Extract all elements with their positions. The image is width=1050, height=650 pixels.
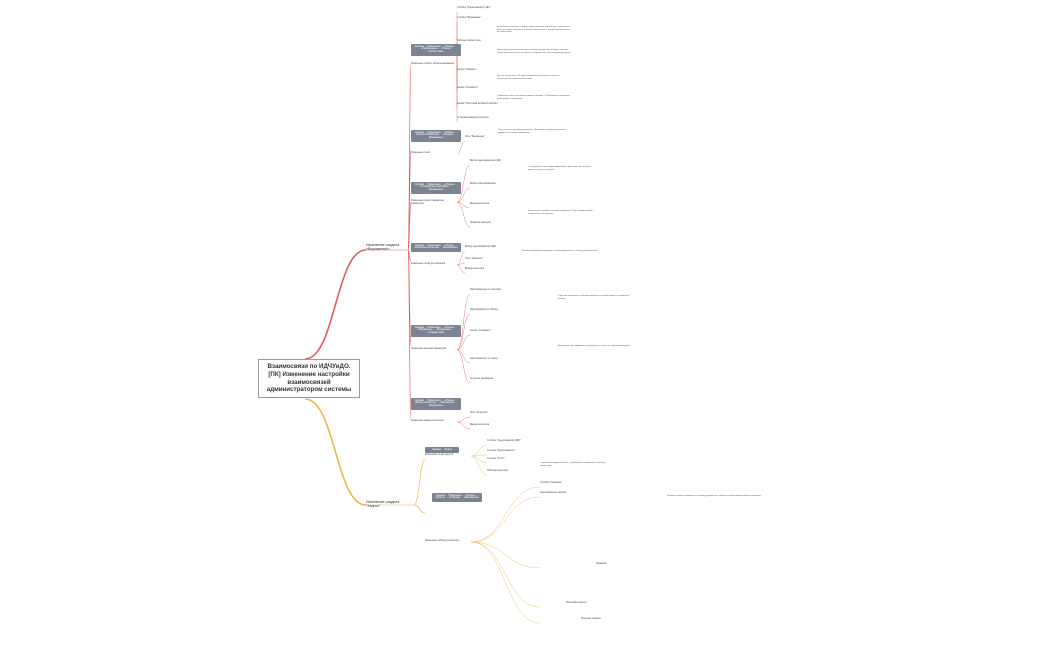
group-label-2: Изменение полей — [411, 152, 430, 154]
g5-item-link-2 — [456, 313, 471, 351]
g7-item-link-4 — [470, 455, 488, 476]
item-3-2[interactable]: Выбор идентификатора — [470, 183, 496, 185]
g6-item-link-2 — [456, 421, 471, 430]
item-1-5[interactable]: Кнопка "Сохранить" — [457, 87, 479, 89]
item-5-5[interactable]: Результат выражения — [470, 378, 494, 380]
item-4-2[interactable]: Поле "Значение" — [465, 258, 483, 260]
item-8-1[interactable]: Столбец "Описание" — [540, 482, 562, 484]
group-label-4: Изменение полей для значения — [411, 263, 445, 265]
group-box-6[interactable]: Справка → Примечания → «Общие» → «Вывод … — [411, 398, 461, 410]
group-box-1[interactable]: Справка → Примечания → «Общие» → «Информ… — [411, 44, 461, 56]
query-group-link-1 — [413, 459, 426, 506]
item-5-4[interactable]: Идентификатор по списку — [470, 358, 498, 360]
item-2-1[interactable]: Поле "Выражение" — [465, 136, 486, 138]
group-label-5: Изменение функций параметров — [411, 348, 447, 350]
item-1-1[interactable]: Столбец "Идентификатор ЧДО" — [457, 7, 491, 9]
item-7-3[interactable]: Столбец "Отчёт" — [487, 458, 505, 460]
item-1-4[interactable]: Кнопка "Обновить" — [457, 69, 478, 71]
g5-item-link-5 — [456, 349, 471, 384]
expr-group-link-4 — [407, 249, 412, 263]
note-10: Выбранный идентификатор отображается в п… — [558, 345, 631, 347]
g5-item-link-3 — [456, 334, 471, 351]
g3-item-link-1 — [456, 164, 471, 203]
note-8: Результат выражения выводится в поле рез… — [522, 250, 598, 252]
item-5-3[interactable]: Кнопка "Сохранить" — [470, 330, 492, 332]
item-5-2[interactable]: Идентификатор в таблице — [470, 309, 499, 311]
item-7-2[interactable]: Столбец "Идентификатор" — [487, 450, 516, 452]
g8-item-link-1 — [470, 486, 541, 543]
note-7: Выполняется проверка значения выражения.… — [528, 210, 593, 215]
note-3: Данные сохраняются. В журнале изменений … — [497, 75, 561, 80]
group-box-5[interactable]: Справка → Примечания → «Общие» → «Параме… — [411, 325, 461, 337]
item-4-3[interactable]: Вывод результата — [465, 268, 485, 270]
group-box-8[interactable]: Справка → Примечания → «Общие» → «Запрос… — [432, 493, 482, 502]
note-11: Открывается форма запроса. Отображаются … — [540, 462, 606, 467]
item-8-5[interactable]: Результат запроса — [581, 618, 601, 620]
g8-item-link-4 — [470, 541, 541, 608]
item-8-4[interactable]: Настройка запроса — [566, 602, 587, 604]
group-label-1: Изменение полей и таблицы выражения — [411, 63, 455, 65]
note-9: Значение выводится в таблице результата … — [558, 295, 629, 300]
item-3-3[interactable]: Вывод результата — [470, 203, 490, 205]
group-box-3[interactable]: Справка → Примечания → «Общие» → «Станда… — [411, 182, 461, 194]
group-label-6: Изменение вывода результата — [411, 420, 444, 422]
item-6-1[interactable]: Поле "Результат" — [470, 412, 489, 414]
note-5: Поле доступно для редактирования. При вв… — [498, 129, 567, 134]
item-4-1[interactable]: Выбор идентификатора ЧДО — [465, 246, 497, 248]
group-box-2[interactable]: Справка → Примечания → «Общие» → «Кнопка… — [411, 130, 461, 142]
note-2: При нажатии кнопки выполняется обновлени… — [497, 49, 572, 54]
g8-item-link-3 — [470, 541, 541, 569]
g7-item-link-1 — [470, 444, 488, 457]
item-3-1[interactable]: Выбор идентификатора ЧДО — [470, 160, 502, 162]
g8-item-link-2 — [470, 496, 541, 543]
g7-item-link-3 — [470, 455, 488, 464]
g5-item-link-4 — [456, 349, 471, 364]
branch-expression-label[interactable]: Изменение раздела «Выражение» — [366, 243, 400, 252]
root-to-query-link — [304, 398, 367, 506]
group-label-7: Изменение полей запроса — [425, 454, 454, 456]
item-1-2[interactable]: Столбец "Выражение" — [457, 17, 481, 19]
item-7-4[interactable]: Таблица результата — [487, 470, 509, 472]
item-5-1[interactable]: Идентификатор по настройке — [470, 289, 502, 291]
item-1-6[interactable]: Кнопка "Настройки активной таблицы" — [457, 103, 499, 105]
group-box-4[interactable]: Справка → Примечания → «Общие» → «Значен… — [411, 243, 461, 252]
expr-group-link-3 — [407, 201, 412, 251]
note-1: Выполняется переход на форму редактирова… — [497, 26, 570, 34]
g4-item-link-3 — [456, 264, 466, 274]
note-12: Результат запроса выводится в таблицу ре… — [667, 495, 762, 497]
root-to-expression-link — [304, 249, 367, 360]
item-6-2[interactable]: Вывод результата — [470, 424, 490, 426]
note-6: Отображается список идентификаторов, дос… — [528, 166, 592, 171]
g3-item-link-4 — [456, 201, 471, 228]
expr-group-link-5 — [407, 249, 412, 347]
item-1-3[interactable]: Таблица соответствия — [457, 40, 481, 42]
g3-item-link-2 — [456, 187, 471, 203]
g6-item-link-1 — [456, 416, 471, 423]
g4-item-link-2 — [456, 262, 466, 266]
item-8-3[interactable]: Проверка — [596, 563, 607, 565]
root-node[interactable]: Взаимосвязи по ИДЧУиДО. [ПК] Изменение н… — [258, 359, 360, 398]
item-8-2[interactable]: Идентификатор запроса — [540, 492, 567, 494]
query-group-link-2 — [413, 504, 426, 514]
item-7-1[interactable]: Столбец "Идентификатор ЧДО" — [487, 440, 521, 442]
g3-item-link-3 — [456, 201, 471, 209]
item-3-4[interactable]: Проверка значения — [470, 222, 491, 224]
item-1-7[interactable]: Установка вывода результата — [457, 117, 489, 119]
g4-item-link-1 — [456, 250, 466, 266]
expr-group-link-6 — [407, 249, 412, 421]
note-4: Открывается окно настройки активной табл… — [497, 95, 570, 100]
group-box-7[interactable]: Справка → Запрос — [425, 447, 459, 453]
g8-item-link-5 — [470, 541, 541, 624]
group-label-3: Изменение полей стандартных параметров — [411, 200, 445, 205]
branch-query-label[interactable]: Изменение раздела "Запрос" — [366, 500, 400, 509]
g5-item-link-1 — [456, 293, 471, 351]
group-label-8: Изменение таблицы результата — [425, 540, 459, 542]
g2-item-link-1 — [456, 140, 466, 155]
